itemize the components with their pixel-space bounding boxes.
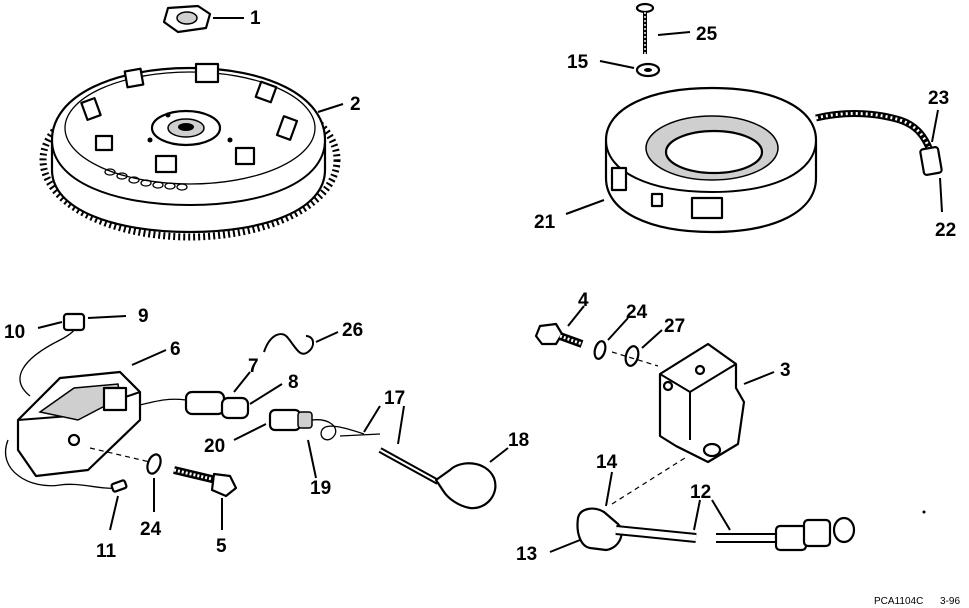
stator-screw — [635, 2, 691, 54]
callout-15: 15 — [567, 52, 589, 73]
callout-24-right: 24 — [626, 302, 648, 323]
callout-10: 10 — [4, 322, 25, 343]
power-pack-screw — [173, 466, 238, 530]
connector-20 — [233, 408, 365, 479]
coil-lead-boot — [549, 471, 697, 553]
callout-17: 17 — [384, 388, 405, 409]
callout-22: 22 — [935, 220, 956, 241]
callout-2: 2 — [350, 94, 361, 115]
callout-24-left: 24 — [140, 519, 162, 540]
figure-code: PCA1104C — [874, 596, 923, 607]
callout-8: 8 — [288, 372, 299, 393]
flywheel-nut — [162, 4, 244, 34]
callout-20: 20 — [204, 436, 225, 457]
callout-11: 11 — [96, 541, 117, 562]
callout-26: 26 — [342, 320, 363, 341]
lead-terminal — [37, 312, 127, 332]
wire-clip — [263, 331, 339, 355]
speck — [922, 510, 926, 514]
callout-labels: 1 2 25 15 23 21 22 9 10 6 26 7 8 17 20 1… — [4, 8, 956, 565]
callout-3: 3 — [780, 360, 791, 381]
callout-1: 1 — [250, 8, 261, 29]
callout-14: 14 — [596, 452, 618, 473]
callout-7: 7 — [248, 356, 259, 377]
callout-9: 9 — [138, 306, 149, 327]
ignition-coil — [658, 342, 775, 464]
stator — [565, 86, 818, 234]
callout-23: 23 — [928, 88, 949, 109]
coil-screw — [534, 305, 585, 348]
callout-13: 13 — [516, 544, 537, 565]
callout-5: 5 — [216, 536, 227, 557]
callout-27: 27 — [664, 316, 685, 337]
ground-lead — [109, 479, 128, 531]
callout-6: 6 — [170, 339, 181, 360]
callout-18: 18 — [508, 430, 529, 451]
page-number: 3-96 — [940, 596, 960, 607]
spark-plug-lead — [339, 405, 440, 485]
callout-4: 4 — [578, 290, 589, 311]
flywheel — [39, 62, 344, 241]
stator-washer — [599, 60, 661, 78]
callout-25: 25 — [696, 24, 718, 45]
lock-washer-right — [593, 317, 629, 360]
stator-harness — [815, 109, 943, 213]
spark-plug-cap — [434, 447, 509, 510]
power-pack — [5, 323, 167, 489]
callout-12: 12 — [690, 482, 711, 503]
callout-19: 19 — [310, 478, 331, 499]
callout-21: 21 — [534, 212, 556, 233]
coil-lead-end — [693, 499, 856, 552]
connector-7-8 — [139, 371, 283, 420]
lock-washer-left — [89, 447, 162, 512]
coil-washer — [624, 329, 663, 367]
